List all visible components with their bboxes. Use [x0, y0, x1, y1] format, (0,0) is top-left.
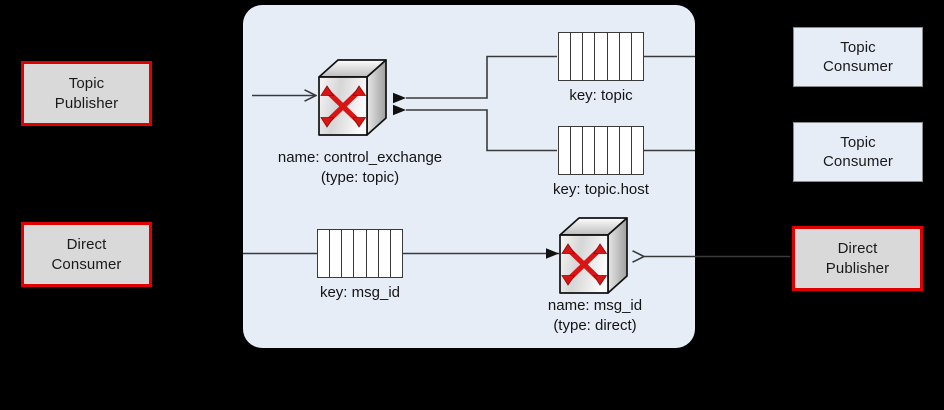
msg-id-exchange-name: name: msg_id	[547, 297, 643, 314]
topic-publisher-line2: Publisher	[54, 94, 119, 112]
endpoint-topic-publisher[interactable]: Topic Publisher	[21, 61, 152, 126]
endpoint-topic-consumer-1[interactable]: Topic Consumer	[793, 27, 923, 87]
queue-topic[interactable]	[558, 32, 644, 81]
direct-consumer-line2: Consumer	[51, 255, 122, 273]
topic-consumer-1-line1: Topic	[840, 38, 876, 56]
topic-consumer-2-line1: Topic	[840, 133, 876, 151]
queue-msg-id-label: key: msg_id	[319, 284, 401, 301]
direct-consumer-line1: Direct	[66, 236, 107, 254]
exchange-icon-control-exchange[interactable]	[314, 58, 392, 142]
endpoint-topic-consumer-2[interactable]: Topic Consumer	[793, 122, 923, 182]
queue-msg-id[interactable]	[317, 229, 403, 278]
direct-publisher-line1: Direct	[837, 240, 878, 258]
queue-topic-host-label: key: topic.host	[553, 181, 649, 198]
topic-consumer-2-line2: Consumer	[823, 153, 893, 170]
connection-queue-topic-to-control-exchange	[393, 55, 557, 104]
control-exchange-name: name: control_exchange	[277, 149, 443, 166]
direct-publisher-line2: Publisher	[825, 259, 890, 277]
topic-publisher-line1: Topic	[68, 75, 105, 93]
control-exchange-caption: name: control_exchange (type: topic)	[265, 148, 455, 187]
endpoint-direct-publisher[interactable]: Direct Publisher	[792, 226, 923, 291]
control-exchange-type: (type: topic)	[320, 168, 400, 186]
msg-id-exchange-type: (type: direct)	[553, 316, 637, 334]
msg-id-exchange-caption: name: msg_id (type: direct)	[505, 296, 685, 335]
queue-topic-label: key: topic	[569, 87, 633, 104]
endpoint-direct-consumer[interactable]: Direct Consumer	[21, 222, 152, 287]
topic-consumer-1-line2: Consumer	[823, 58, 893, 75]
connection-queue-topic-host-to-control-exchange	[393, 104, 557, 152]
exchange-icon-msg-id[interactable]	[555, 216, 633, 300]
queue-topic-host[interactable]	[558, 126, 644, 175]
